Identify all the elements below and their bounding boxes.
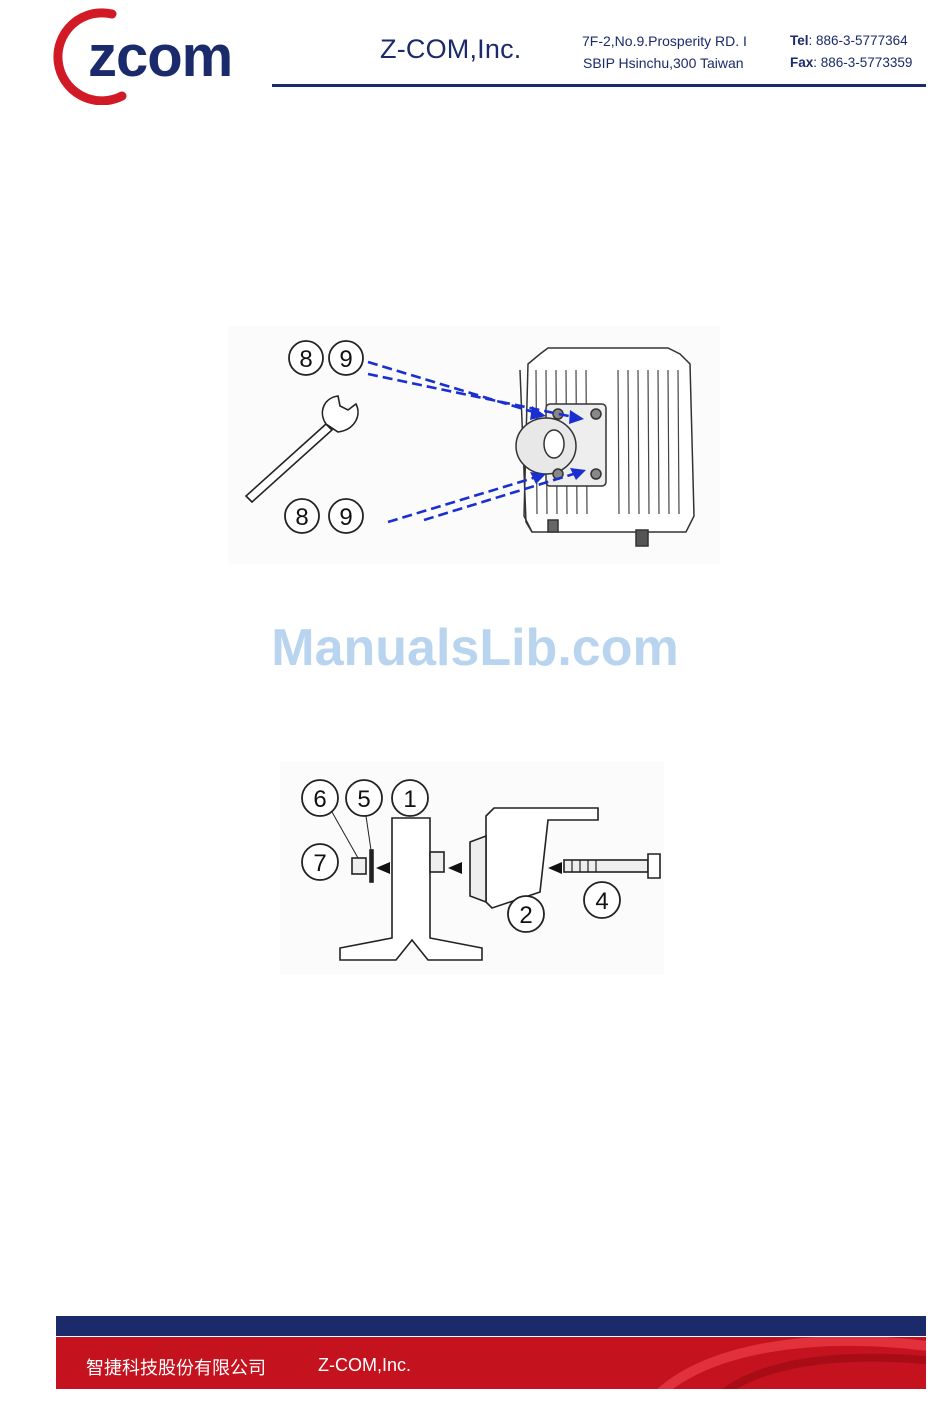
callout-7: 7 bbox=[302, 844, 338, 880]
pipe-stub bbox=[430, 852, 444, 872]
bolt-part-4 bbox=[564, 860, 648, 872]
clamp-hole bbox=[544, 430, 564, 458]
callout-label: 5 bbox=[357, 786, 370, 813]
logo-wordmark: zcom bbox=[88, 24, 232, 89]
address-line-1: 7F-2,No.9.Prosperity RD. I bbox=[582, 33, 747, 49]
callout-4: 4 bbox=[584, 882, 620, 918]
callout-1: 1 bbox=[392, 780, 428, 816]
connector-left bbox=[548, 520, 558, 532]
callout-label: 8 bbox=[295, 504, 308, 531]
callout-label: 8 bbox=[299, 346, 312, 373]
address-line-2: SBIP Hsinchu,300 Taiwan bbox=[583, 55, 744, 71]
washer-part-5 bbox=[370, 850, 373, 882]
callout-5: 5 bbox=[346, 780, 382, 816]
zcom-logo: zcom bbox=[52, 0, 277, 105]
fax-value: : 886-3-5773359 bbox=[813, 55, 912, 70]
nut-part-7 bbox=[352, 858, 366, 874]
callout-label: 1 bbox=[403, 786, 416, 813]
connector-right bbox=[636, 530, 648, 546]
watermark: ManualsLib.com bbox=[0, 618, 950, 678]
callout-9-bottom: 9 bbox=[329, 499, 363, 533]
fax: Fax: 886-3-5773359 bbox=[790, 55, 912, 70]
tel-value: : 886-3-5777364 bbox=[809, 33, 908, 48]
footer-company-chinese: 智捷科技股份有限公司 bbox=[86, 1354, 266, 1380]
antenna-mounting-figure: 8 9 8 9 bbox=[228, 326, 720, 564]
antenna-unit bbox=[516, 348, 694, 546]
tel-label: Tel bbox=[790, 33, 809, 48]
callout-8-bottom: 8 bbox=[285, 499, 319, 533]
footer-navy-bar bbox=[56, 1316, 926, 1336]
callout-8-top: 8 bbox=[289, 341, 323, 375]
callout-label: 2 bbox=[519, 902, 532, 929]
footer-company-english: Z-COM,Inc. bbox=[318, 1355, 411, 1376]
company-name: Z-COM,Inc. bbox=[380, 34, 522, 65]
callout-9-top: 9 bbox=[329, 341, 363, 375]
telephone: Tel: 886-3-5777364 bbox=[790, 33, 908, 48]
callout-label: 7 bbox=[313, 850, 326, 877]
callout-6: 6 bbox=[302, 780, 338, 816]
callout-label: 9 bbox=[339, 504, 352, 531]
callout-2: 2 bbox=[508, 896, 544, 932]
header-rule bbox=[272, 84, 926, 87]
callout-label: 4 bbox=[595, 888, 608, 915]
callout-label: 9 bbox=[339, 346, 352, 373]
callout-label: 6 bbox=[313, 786, 326, 813]
fax-label: Fax bbox=[790, 55, 813, 70]
bracket-assembly-figure: 6 5 1 7 2 4 bbox=[280, 762, 664, 974]
